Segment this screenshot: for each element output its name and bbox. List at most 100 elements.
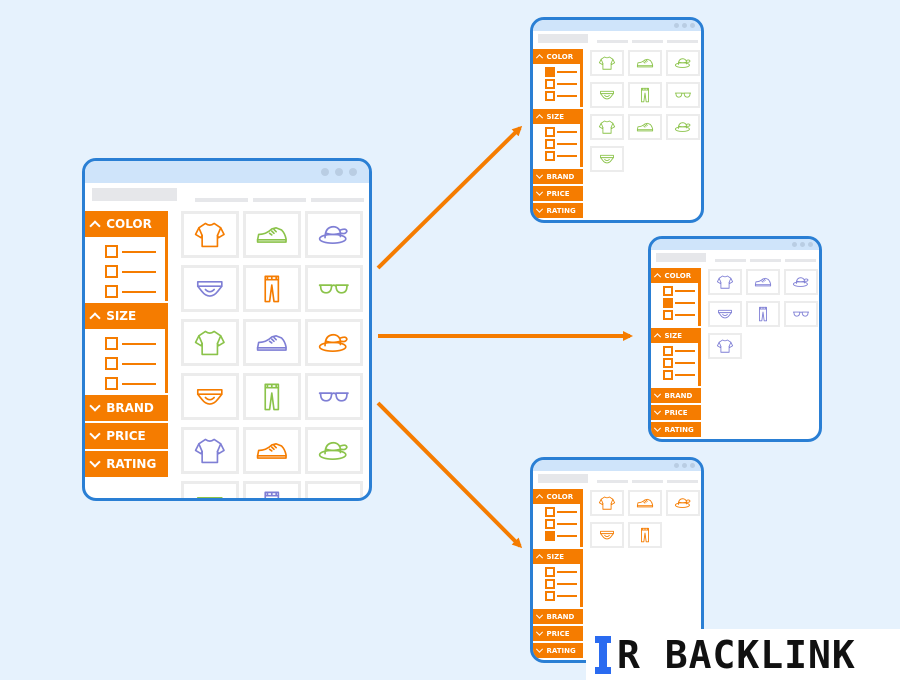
product-card-orange-shoe[interactable] — [243, 427, 301, 474]
filter-checkbox[interactable] — [105, 285, 118, 298]
chevron-down-icon — [535, 171, 544, 179]
product-card-orange-glasses[interactable] — [305, 481, 363, 498]
filter-header-size[interactable]: SIZE — [533, 109, 583, 124]
filter-checkbox[interactable] — [545, 531, 555, 541]
window-dot-1[interactable] — [321, 168, 329, 176]
product-card-green-tshirt[interactable] — [181, 319, 239, 366]
product-card-green-shoe[interactable] — [628, 50, 662, 76]
window-dot-3[interactable] — [690, 23, 695, 28]
product-card-orange-pants[interactable] — [243, 265, 301, 312]
window-dot-1[interactable] — [674, 23, 679, 28]
filter-header-color[interactable]: COLOR — [533, 489, 583, 504]
filter-checkbox[interactable] — [105, 245, 118, 258]
filter-checkbox[interactable] — [545, 591, 555, 601]
filter-header-price[interactable]: PRICE — [85, 423, 168, 449]
filter-checkbox[interactable] — [105, 377, 118, 390]
filter-checkbox[interactable] — [545, 519, 555, 529]
filter-header-rating[interactable]: RATING — [533, 643, 583, 658]
product-card-purple-glasses[interactable] — [305, 373, 363, 420]
window-dot-3[interactable] — [690, 463, 695, 468]
product-card-green-glasses[interactable] — [305, 265, 363, 312]
filter-header-price[interactable]: PRICE — [533, 626, 583, 641]
product-card-orange-briefs[interactable] — [590, 522, 624, 548]
window-dot-3[interactable] — [808, 242, 813, 247]
product-card-green-briefs[interactable] — [181, 481, 239, 498]
filter-header-price[interactable]: PRICE — [651, 405, 701, 420]
product-card-purple-glasses[interactable] — [784, 301, 818, 327]
filter-header-size[interactable]: SIZE — [533, 549, 583, 564]
filter-header-brand[interactable]: BRAND — [651, 388, 701, 403]
product-card-green-hat[interactable] — [666, 114, 700, 140]
product-card-green-tshirt[interactable] — [590, 114, 624, 140]
filter-header-brand[interactable]: BRAND — [533, 609, 583, 624]
window-dot-2[interactable] — [800, 242, 805, 247]
product-card-green-hat[interactable] — [305, 427, 363, 474]
product-card-purple-pants[interactable] — [243, 481, 301, 498]
filter-header-rating[interactable]: RATING — [85, 451, 168, 477]
product-card-orange-hat[interactable] — [305, 319, 363, 366]
product-card-purple-shoe[interactable] — [746, 269, 780, 295]
product-card-green-briefs[interactable] — [590, 146, 624, 172]
filter-checkbox[interactable] — [663, 310, 673, 320]
product-card-orange-pants[interactable] — [628, 522, 662, 548]
tshirt-icon — [595, 494, 619, 512]
filter-header-rating[interactable]: RATING — [533, 203, 583, 218]
product-card-green-hat[interactable] — [666, 50, 700, 76]
product-card-green-pants[interactable] — [628, 82, 662, 108]
product-card-orange-shoe[interactable] — [628, 490, 662, 516]
window-dot-2[interactable] — [682, 463, 687, 468]
product-card-purple-briefs[interactable] — [708, 301, 742, 327]
filter-header-brand[interactable]: BRAND — [85, 395, 168, 421]
filter-checkbox[interactable] — [545, 79, 555, 89]
window-dot-2[interactable] — [335, 168, 343, 176]
product-card-orange-hat[interactable] — [666, 490, 700, 516]
filter-header-color[interactable]: COLOR — [533, 49, 583, 64]
filter-checkbox[interactable] — [105, 265, 118, 278]
product-card-purple-pants[interactable] — [746, 301, 780, 327]
product-card-green-pants[interactable] — [243, 373, 301, 420]
product-card-purple-shoe[interactable] — [243, 319, 301, 366]
filter-checkbox[interactable] — [663, 298, 673, 308]
product-card-green-glasses[interactable] — [666, 82, 700, 108]
filter-checkbox[interactable] — [545, 91, 555, 101]
product-card-green-tshirt[interactable] — [590, 50, 624, 76]
filter-checkbox[interactable] — [663, 286, 673, 296]
filter-header-color[interactable]: COLOR — [651, 268, 701, 283]
product-card-purple-tshirt[interactable] — [181, 427, 239, 474]
product-card-purple-hat[interactable] — [784, 269, 818, 295]
filter-checkbox[interactable] — [545, 579, 555, 589]
filter-header-size[interactable]: SIZE — [85, 303, 168, 329]
filter-checkbox[interactable] — [105, 357, 118, 370]
filter-header-brand[interactable]: BRAND — [533, 169, 583, 184]
filter-checkbox[interactable] — [545, 127, 555, 137]
filter-header-size[interactable]: SIZE — [651, 328, 701, 343]
window-dot-2[interactable] — [682, 23, 687, 28]
product-card-orange-briefs[interactable] — [181, 373, 239, 420]
filter-header-rating[interactable]: RATING — [651, 422, 701, 437]
filter-header-price[interactable]: PRICE — [533, 186, 583, 201]
product-card-green-shoe[interactable] — [628, 114, 662, 140]
filter-checkbox[interactable] — [545, 67, 555, 77]
product-card-purple-hat[interactable] — [305, 211, 363, 258]
filter-checkbox[interactable] — [663, 346, 673, 356]
sort-tab-placeholder — [311, 198, 364, 202]
filter-checkbox[interactable] — [545, 507, 555, 517]
filter-checkbox[interactable] — [105, 337, 118, 350]
product-card-orange-tshirt[interactable] — [181, 211, 239, 258]
filter-checkbox[interactable] — [545, 567, 555, 577]
product-card-purple-tshirt[interactable] — [708, 269, 742, 295]
product-card-purple-tshirt[interactable] — [708, 333, 742, 359]
product-card-purple-briefs[interactable] — [181, 265, 239, 312]
window-dot-3[interactable] — [349, 168, 357, 176]
filter-header-color[interactable]: COLOR — [85, 211, 168, 237]
window-dot-1[interactable] — [792, 242, 797, 247]
product-card-orange-tshirt[interactable] — [590, 490, 624, 516]
filter-checkbox[interactable] — [545, 151, 555, 161]
filter-checkbox[interactable] — [663, 370, 673, 380]
product-card-green-briefs[interactable] — [590, 82, 624, 108]
chevron-up-icon — [89, 312, 101, 324]
window-dot-1[interactable] — [674, 463, 679, 468]
filter-checkbox[interactable] — [545, 139, 555, 149]
product-card-green-shoe[interactable] — [243, 211, 301, 258]
filter-checkbox[interactable] — [663, 358, 673, 368]
